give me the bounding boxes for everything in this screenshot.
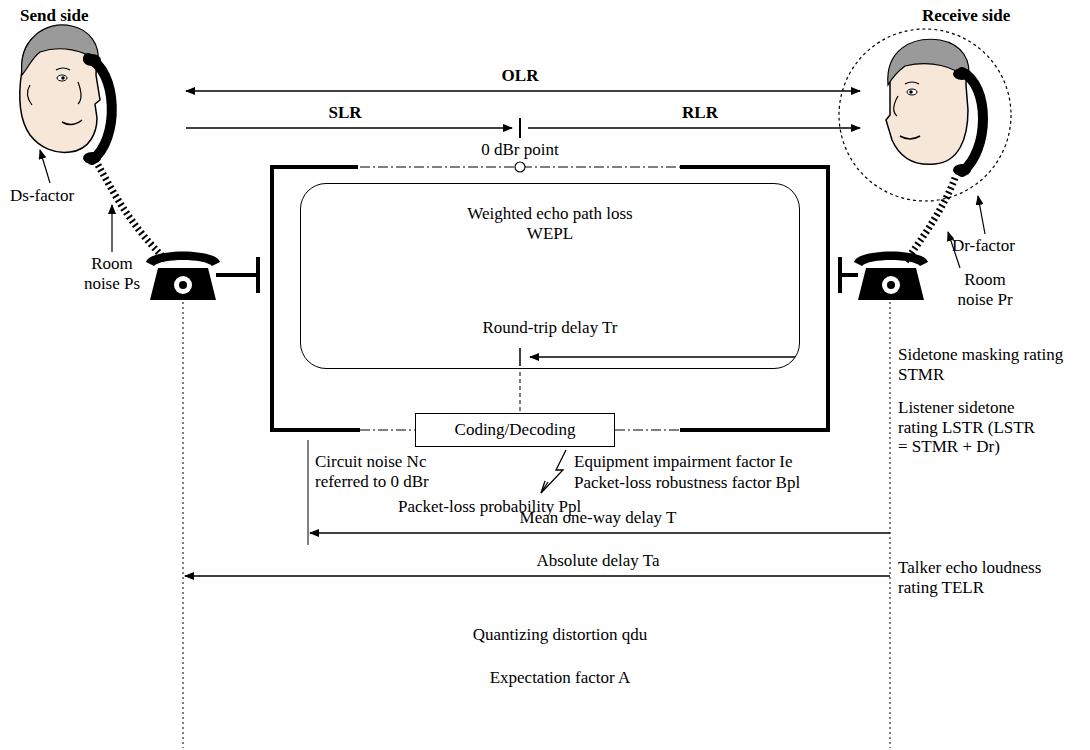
rating-label: Sidetone masking rating STMR [898, 345, 1073, 384]
noise-label: Room noise Pr [945, 270, 1025, 309]
rating-label: SLR [328, 103, 361, 123]
receive-face [839, 29, 1011, 262]
factor-label: Expectation factor A [490, 668, 631, 688]
noise-label: Room noise Ps [72, 254, 152, 293]
connection-loop [216, 162, 858, 493]
leader-arrows [40, 150, 985, 268]
delay-label: Mean one-way delay T [520, 508, 677, 528]
node-text: Weighted echo path loss WEPL [460, 204, 640, 243]
rating-label: Talker echo loudness rating TELR [898, 558, 1068, 597]
noise-label: Circuit noise Nc referred to 0 dBr [315, 452, 465, 491]
node-title: Coding/Decoding [455, 420, 576, 440]
distortion-label: Quantizing distortion qdu [473, 625, 648, 645]
codec-box: Coding/Decoding [415, 413, 615, 447]
receive-telephone [854, 252, 928, 301]
delay-label: Absolute delay Ta [536, 551, 659, 571]
rating-label: OLR [502, 66, 539, 86]
send-face [20, 25, 168, 262]
factor-label: Ds-factor [10, 186, 74, 206]
send-telephone [146, 252, 220, 301]
side-heading: Send side [20, 6, 89, 26]
echo-path-box: Weighted echo path loss WEPL Round-trip d… [300, 183, 800, 369]
rating-arrows [186, 91, 860, 138]
rating-label: Listener sidetone rating LSTR (LSTR = ST… [898, 398, 1048, 457]
factor-label: Packet-loss robustness factor Bpl [574, 473, 800, 493]
factor-label: Dr-factor [952, 236, 1015, 256]
side-heading: Receive side [922, 6, 1010, 26]
reference-point-label: 0 dBr point [481, 140, 558, 160]
rating-label: RLR [682, 103, 718, 123]
node-text: Round-trip delay Tr [460, 318, 640, 338]
factor-label: Equipment impairment factor Ie [574, 452, 793, 472]
